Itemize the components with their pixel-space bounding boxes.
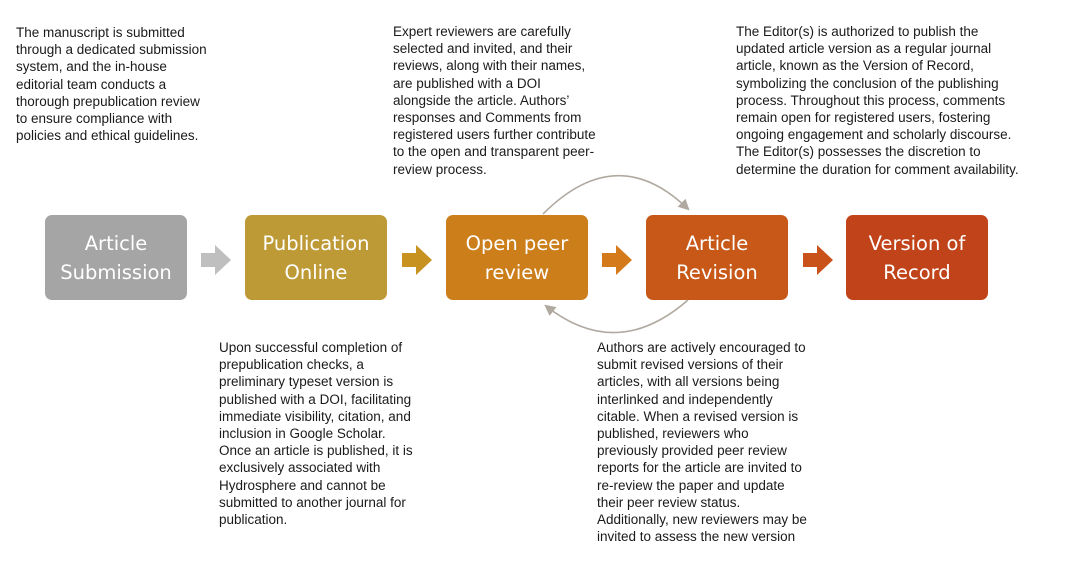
publication-online-description: Upon successful completion of prepublica…: [219, 340, 413, 528]
arrow-right-icon: [803, 245, 833, 275]
stage-open-peer-review: Open peer review: [446, 215, 588, 300]
stage-publication-online: Publication Online: [245, 215, 387, 300]
arrow-right-icon: [402, 245, 432, 275]
revision-description: Authors are actively encouraged to submi…: [597, 340, 807, 545]
loop-arrow-to-revision: [542, 174, 690, 215]
loop-arrow-to-review: [544, 299, 689, 334]
arrow-right-icon: [602, 245, 632, 275]
arrow-right-icon: [201, 245, 231, 275]
peer-review-description: Expert reviewers are carefully selected …: [393, 24, 596, 177]
submission-description: The manuscript is submitted through a de…: [16, 25, 207, 144]
stage-article-revision: Article Revision: [646, 215, 788, 300]
version-of-record-description: The Editor(s) is authorized to publish t…: [736, 24, 1019, 177]
stage-article-submission: Article Submission: [45, 215, 187, 300]
stage-version-of-record: Version of Record: [846, 215, 988, 300]
